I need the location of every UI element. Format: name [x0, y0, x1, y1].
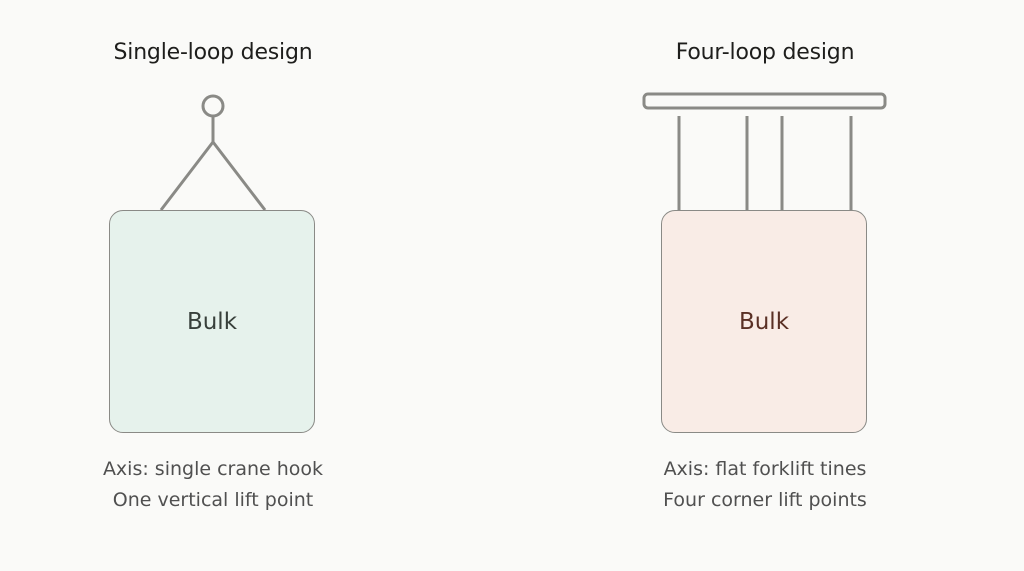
single-loop-axis-caption: Axis: single crane hook: [102, 458, 324, 480]
bulk-bag-label: Bulk: [186, 308, 238, 335]
single-loop-panel: Single-loop design Bulk Axis: single cra…: [63, 0, 363, 571]
forklift-tine-rig: [642, 92, 887, 210]
crane-hook-ring: [201, 94, 225, 118]
four-loop-axis-caption: Axis: flat forklift tines: [663, 458, 867, 480]
single-loop-lift-caption: One vertical lift point: [112, 489, 314, 511]
bulk-bag-label: Bulk: [738, 308, 790, 335]
bulk-bag-single-loop: Bulk: [109, 210, 315, 433]
four-loop-panel: Four-loop design Bulk Axis: flat forklif…: [615, 0, 915, 571]
four-loop-title: Four-loop design: [675, 40, 855, 65]
four-loop-lift-caption: Four corner lift points: [663, 489, 867, 511]
forklift-tine-bar: [642, 92, 887, 110]
crane-hook-rig: [159, 94, 267, 211]
single-loop-title: Single-loop design: [113, 40, 313, 65]
bulk-bag-four-loop: Bulk: [661, 210, 867, 433]
single-loop-sling: [159, 140, 267, 211]
